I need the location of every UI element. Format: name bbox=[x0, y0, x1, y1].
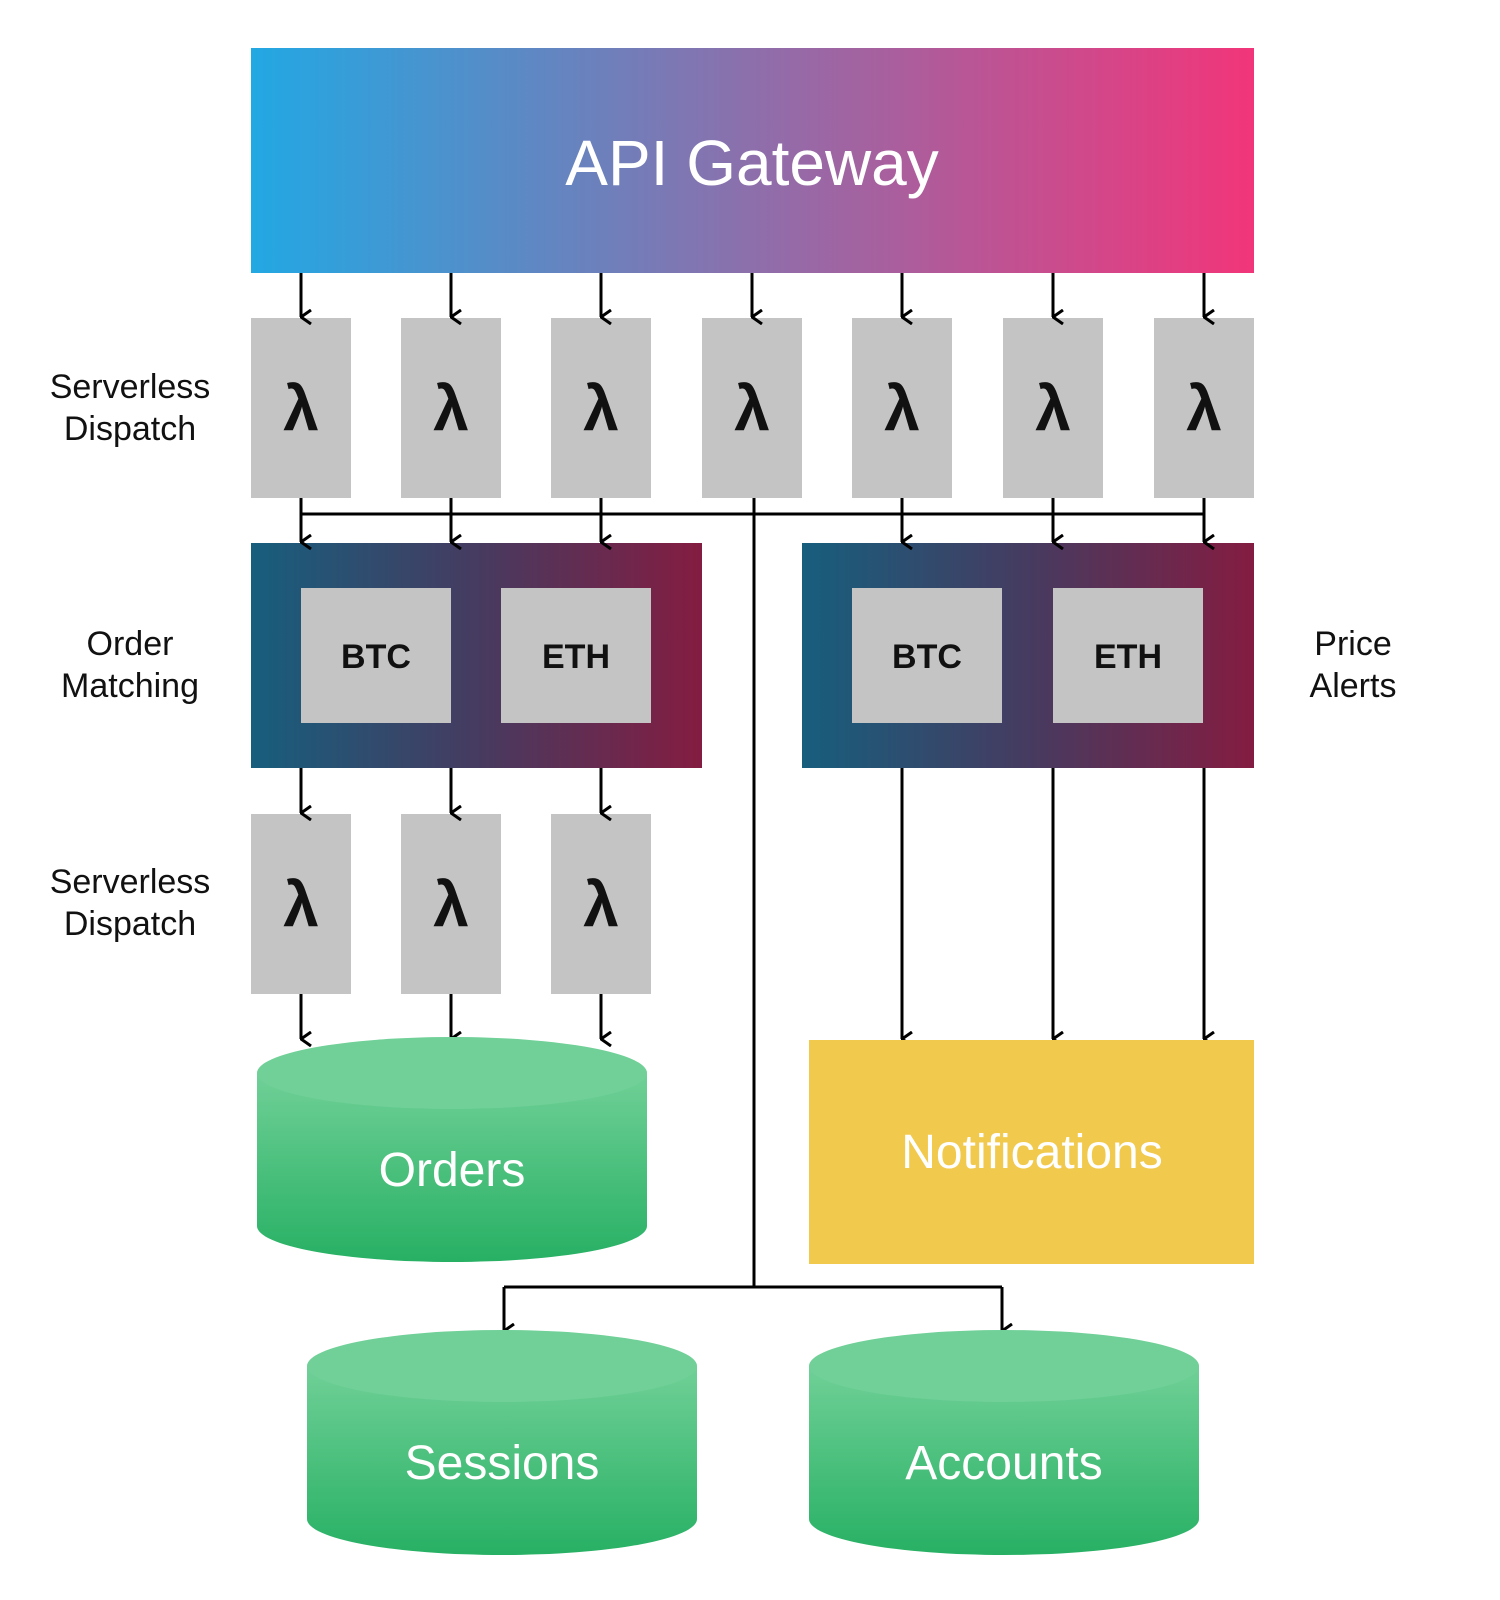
lambda-icon: λ bbox=[583, 868, 619, 940]
api-gateway: API Gateway bbox=[251, 48, 1254, 273]
row-label-line: Alerts bbox=[1310, 667, 1397, 705]
arrows-center-lambda-to-stores bbox=[502, 498, 1002, 1331]
row-label-line: Dispatch bbox=[64, 410, 196, 448]
row-label-serverless-dispatch-top: Serverless Dispatch bbox=[50, 368, 211, 448]
row-label-line: Price bbox=[1314, 625, 1391, 663]
lambda-box: λ bbox=[401, 318, 501, 498]
lambda-icon: λ bbox=[1035, 372, 1071, 444]
arrows-order-matching-to-orders bbox=[299, 768, 601, 1039]
lambda-icon: λ bbox=[433, 372, 469, 444]
row-label-line: Serverless bbox=[50, 863, 211, 901]
lambda-box: λ bbox=[1003, 318, 1103, 498]
row-label-serverless-dispatch-bottom: Serverless Dispatch bbox=[50, 863, 211, 943]
arrows-price-alerts-to-notifications bbox=[900, 768, 1204, 1039]
lambda-icon: λ bbox=[283, 868, 319, 940]
row-label-line: Serverless bbox=[50, 368, 211, 406]
lambda-icon: λ bbox=[283, 372, 319, 444]
price-alerts-engine: BTC ETH bbox=[802, 543, 1254, 768]
lambda-icon: λ bbox=[583, 372, 619, 444]
engine-item-btc: BTC bbox=[892, 638, 962, 676]
arrows-gateway-to-lambdas bbox=[299, 273, 1204, 317]
sessions-label: Sessions bbox=[405, 1437, 600, 1490]
lambda-box: λ bbox=[1154, 318, 1254, 498]
notifications-store: Notifications bbox=[809, 1040, 1254, 1264]
lambda-row-top: λ λ λ λ λ λ λ bbox=[251, 318, 1254, 498]
engine-item-eth: ETH bbox=[1094, 638, 1162, 676]
orders-label: Orders bbox=[379, 1144, 526, 1197]
lambda-box: λ bbox=[551, 814, 651, 994]
engine-item-eth: ETH bbox=[542, 638, 610, 676]
lambda-box: λ bbox=[702, 318, 802, 498]
sessions-database: Sessions bbox=[307, 1330, 697, 1555]
row-label-line: Dispatch bbox=[64, 905, 196, 943]
lambda-box: λ bbox=[251, 814, 351, 994]
lambda-box: λ bbox=[852, 318, 952, 498]
engine-item-btc: BTC bbox=[341, 638, 411, 676]
lambda-box: λ bbox=[401, 814, 501, 994]
lambda-icon: λ bbox=[433, 868, 469, 940]
accounts-database: Accounts bbox=[809, 1330, 1199, 1555]
row-label-price-alerts: Price Alerts bbox=[1310, 625, 1397, 705]
api-gateway-title: API Gateway bbox=[565, 127, 939, 199]
lambda-icon: λ bbox=[884, 372, 920, 444]
order-matching-engine: BTC ETH bbox=[251, 543, 702, 768]
lambda-icon: λ bbox=[1186, 372, 1222, 444]
orders-database: Orders bbox=[257, 1037, 647, 1262]
row-label-line: Matching bbox=[61, 667, 199, 705]
row-label-line: Order bbox=[87, 625, 174, 663]
lambda-row-bottom: λ λ λ bbox=[251, 814, 651, 994]
lambda-icon: λ bbox=[734, 372, 770, 444]
lambda-box: λ bbox=[551, 318, 651, 498]
lambda-box: λ bbox=[251, 318, 351, 498]
accounts-label: Accounts bbox=[905, 1437, 1102, 1490]
notifications-label: Notifications bbox=[901, 1126, 1162, 1179]
row-label-order-matching: Order Matching bbox=[61, 625, 199, 705]
